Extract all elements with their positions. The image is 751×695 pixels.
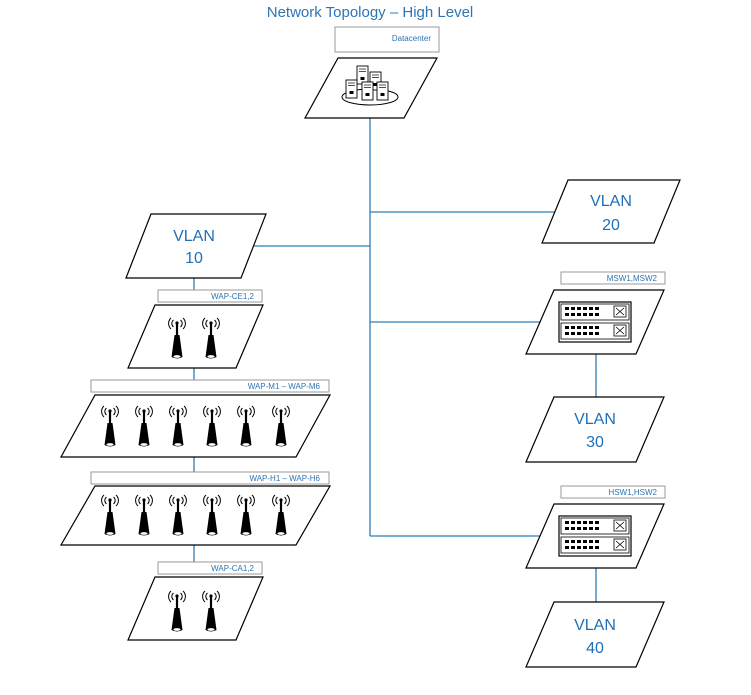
vlan-30-label-line1: VLAN (574, 411, 616, 428)
wap-h-label-box (90, 471, 330, 485)
msw-switch-group: MSW1,MSW2 (525, 271, 666, 355)
vlan-10-label-line1: VLAN (173, 228, 215, 245)
wap-h-group: WAP-H1 – WAP-H6 (59, 471, 332, 546)
vlan-10: VLAN 10 (125, 213, 267, 279)
network-switch-icon (558, 301, 632, 343)
datacenter-label-box (334, 26, 440, 53)
vlan-20-label-line1: VLAN (590, 193, 632, 210)
wap-ca-shape (127, 576, 264, 641)
vlan-10-label-line2: 10 (185, 250, 203, 267)
hsw-label-box (560, 485, 666, 499)
vlan-30-shape (525, 396, 665, 463)
vlan-40-label-line2: 40 (586, 640, 604, 657)
vlan-20-shape (541, 179, 681, 244)
wap-m-label: WAP-M1 – WAP-M6 (248, 382, 321, 391)
msw-label-box (560, 271, 666, 285)
wap-h-label: WAP-H1 – WAP-H6 (249, 474, 320, 483)
wap-ca-label-box (157, 561, 263, 575)
vlan-40-label-line1: VLAN (574, 617, 616, 634)
msw-label: MSW1,MSW2 (607, 274, 658, 283)
wap-ce-group: WAP-CE1,2 (127, 289, 264, 369)
vlan-20-label-line2: 20 (602, 217, 620, 234)
hsw-label: HSW1,HSW2 (609, 488, 658, 497)
wap-m-shape (59, 394, 332, 458)
wap-m-label-box (90, 379, 330, 393)
server-cluster-icon (341, 65, 399, 106)
vlan-30-label-line2: 30 (586, 434, 604, 451)
wap-ca-label: WAP-CA1,2 (211, 564, 254, 573)
wap-ca-group: WAP-CA1,2 (127, 561, 264, 641)
connector-lines (193, 118, 597, 602)
wap-ce-shape (127, 304, 264, 369)
network-switch-icon (558, 515, 632, 557)
vlan-30: VLAN 30 (525, 396, 665, 463)
datacenter-label: Datacenter (392, 34, 431, 43)
hsw-switch-group: HSW1,HSW2 (525, 485, 666, 569)
vlan-20: VLAN 20 (541, 179, 681, 244)
wap-ce-label: WAP-CE1,2 (211, 292, 254, 301)
wap-m-group: WAP-M1 – WAP-M6 (59, 379, 332, 458)
vlan-40: VLAN 40 (525, 601, 665, 668)
datacenter-node: Datacenter (303, 26, 440, 119)
wap-h-shape (59, 485, 332, 546)
vlan-10-shape (125, 213, 267, 279)
wap-ce-label-box (157, 289, 263, 303)
vlan-40-shape (525, 601, 665, 668)
diagram-title: Network Topology – High Level (267, 4, 474, 21)
